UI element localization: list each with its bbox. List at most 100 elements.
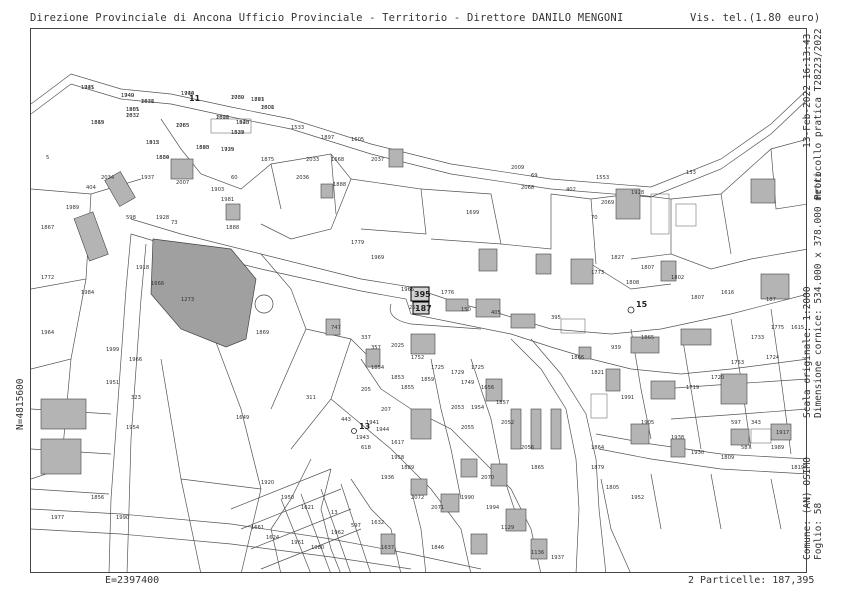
parcel-label: 1991 (621, 395, 634, 401)
parcel-label: 1729 (451, 370, 464, 376)
parcel-label: 1867 (41, 225, 54, 231)
parcel-label: 1954 (471, 405, 485, 411)
parcel-label: 1837 (126, 113, 139, 119)
parcel-label: 1668 (331, 157, 344, 163)
parcel-label: 1811 (216, 115, 229, 121)
parcel-label: 1616 (721, 290, 734, 296)
parcel-187-label[interactable]: 187 (415, 304, 432, 313)
parcel-label: 1630 (141, 99, 154, 105)
parcel-label: 2055 (461, 425, 474, 431)
header-office-title: Direzione Provinciale di Ancona Ufficio … (30, 12, 624, 24)
parcel-label: 337 (361, 335, 371, 341)
parcel-label: 1724 (766, 355, 780, 361)
parcel-label: 2001 (261, 105, 274, 111)
parcel-label: 1977 (51, 515, 64, 521)
parcel-label: 1843 (236, 120, 249, 126)
comune-name: Comune: (AN) OSIMO (802, 457, 813, 560)
parcel-label: 1617 (391, 440, 404, 446)
parcel-label: 1853 (391, 375, 404, 381)
parcel-label: 2070 (481, 475, 494, 481)
parcel-label: 2037 (371, 157, 384, 163)
parcel-label: 1989 (771, 445, 784, 451)
parcel-label: 1621 (301, 505, 314, 511)
parcel-label: 1951 (106, 380, 119, 386)
parcel-label: 1980 (311, 545, 324, 551)
parcel-label: 1920 (236, 120, 249, 126)
parcel-label: 939 (611, 345, 621, 351)
parcel-label: 1854 (371, 365, 385, 371)
parcel-label: 1745 (81, 85, 94, 91)
parcel-label: 1884 (156, 155, 170, 161)
marker-15: 15 (636, 300, 648, 309)
parcel-label: 1865 (531, 465, 544, 471)
scale-info: Scala originale: 1:2000 (802, 286, 813, 418)
parcel-label: 1903 (211, 187, 224, 193)
parcel-label: 1905 (641, 420, 654, 426)
parcel-label: 1875 (261, 157, 274, 163)
parcel-label: 1969 (371, 255, 384, 261)
parcel-label: 597 (351, 523, 361, 529)
parcel-label: 1809 (721, 455, 734, 461)
parcel-label: 1981 (221, 197, 234, 203)
parcel-label: 1938 (671, 435, 684, 441)
parcel-label: 587 (741, 445, 751, 451)
parcel-label: 1937 (141, 175, 154, 181)
marker-11: 11 (189, 94, 201, 103)
parcel-label: 5 (46, 155, 49, 161)
parcel-label: 1857 (496, 400, 509, 406)
parcel-label: 2034 (101, 175, 115, 181)
parcel-label: 1928 (156, 215, 169, 221)
parcel-label: 598 (126, 215, 136, 221)
parcel-label: 402 (566, 187, 576, 193)
parcel-label: 1989 (66, 205, 79, 211)
parcel-label: 2071 (431, 505, 444, 511)
parcel-label: 1869 (91, 120, 104, 126)
parcel-label: 1699 (466, 210, 479, 216)
parcel-label: 2068 (521, 185, 534, 191)
frame-dimension: Dimensione cornice: 534.000 x 378.000 me… (813, 172, 824, 418)
parcel-label: 1752 (411, 355, 424, 361)
parcel-label: 60 (231, 175, 238, 181)
parcel-label: 2025 (391, 343, 404, 349)
parcel-label: 1952 (631, 495, 644, 501)
parcel-label: 133 (686, 170, 696, 176)
parcel-label: 405 (491, 310, 501, 316)
parcel-label: 1964 (41, 330, 55, 336)
parcel-label: 252 (409, 305, 419, 311)
parcel-label: 1273 (181, 297, 194, 303)
parcel-label: 1864 (591, 445, 605, 451)
parcel-label: 404 (86, 185, 97, 191)
parcel-label: 2072 (411, 495, 424, 501)
parcel-label: 443 (341, 417, 351, 423)
parcel-label: 1649 (236, 415, 249, 421)
parcel-label: 1990 (116, 515, 129, 521)
parcel-label: 1533 (231, 130, 244, 136)
date-stamp: 13-Feb-2022 16:13:43 (802, 33, 813, 148)
parcel-label: 1744 (181, 91, 195, 97)
parcel-label: 1775 (771, 325, 784, 331)
parcel-label: 1918 (136, 265, 149, 271)
parcel-label: 1936 (381, 475, 394, 481)
parcel-label: 1719 (686, 385, 699, 391)
parcel-label: 1807 (641, 265, 654, 271)
parcel-label: 1624 (266, 535, 280, 541)
parcel-label: 1889 (401, 465, 414, 471)
parcel-label: 2030 (231, 95, 244, 101)
parcel-label: 1935 (221, 147, 234, 153)
parcel-label: 1944 (376, 427, 390, 433)
parcel-label: 1805 (606, 485, 619, 491)
parcel-label: 1789 (231, 95, 244, 101)
parcel-label: 1890 (196, 145, 209, 151)
particles-count: 2 Particelle: 187,395 (688, 575, 815, 586)
parcel-label: 1954 (126, 425, 140, 431)
parcel-label: 1920 (261, 480, 274, 486)
parcel-label: 1666 (151, 281, 164, 287)
parcel-label: 1776 (441, 290, 454, 296)
parcel-label: 1941 (366, 420, 379, 426)
parcel-label: 1888 (226, 225, 239, 231)
parcel-label: 1129 (501, 525, 514, 531)
parcel-395-label[interactable]: 395 (414, 290, 431, 299)
parcel-label: 205 (361, 387, 371, 393)
